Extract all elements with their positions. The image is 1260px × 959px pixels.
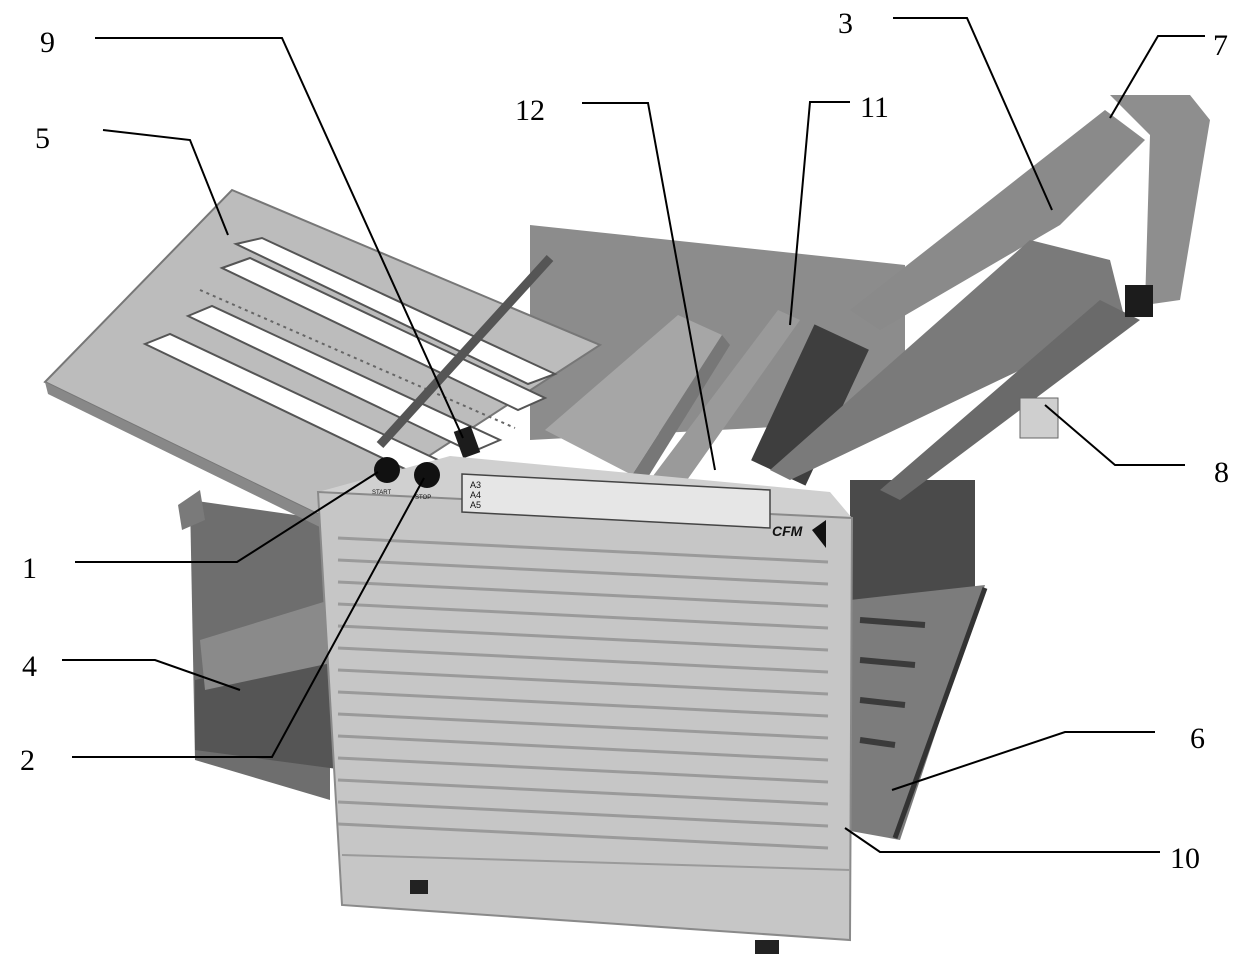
callout-9: 9 — [40, 26, 55, 59]
callout-8: 8 — [1214, 456, 1229, 489]
stop-button[interactable] — [414, 462, 440, 488]
leader-3 — [893, 17, 1053, 211]
callout-2: 2 — [20, 744, 35, 777]
fold-plate-11 — [650, 310, 800, 490]
leader-2 — [72, 477, 425, 758]
brand-logo: CFM — [772, 523, 803, 539]
fold-row-a4: A4 — [470, 490, 481, 500]
fold-plate-12 — [545, 315, 722, 475]
callout-numbers: 1 2 3 4 5 6 7 8 9 10 11 12 — [20, 7, 1229, 875]
callout-5: 5 — [35, 122, 50, 155]
start-label: START — [372, 490, 391, 496]
callout-4: 4 — [22, 650, 37, 683]
leader-6 — [891, 731, 1155, 791]
callout-11: 11 — [860, 91, 889, 124]
leader-10 — [844, 827, 1160, 853]
leader-4 — [62, 659, 241, 691]
callout-10: 10 — [1170, 842, 1200, 875]
fold-plate-7 — [850, 110, 1145, 330]
leader-8 — [1044, 404, 1185, 466]
leader-11 — [789, 101, 850, 326]
fold-row-a5: A5 — [470, 500, 481, 510]
machine-illustration: A3 A4 A5 CFM START STOP — [43, 95, 1210, 954]
leader-9 — [95, 37, 464, 439]
callout-7: 7 — [1213, 29, 1228, 62]
right-body-side — [850, 480, 975, 620]
callout-1: 1 — [22, 552, 37, 585]
callout-12: 12 — [515, 94, 545, 127]
stop-label: STOP — [415, 495, 431, 501]
housing-ribs — [337, 536, 829, 850]
side-knob — [1019, 397, 1059, 439]
callout-6: 6 — [1190, 722, 1205, 755]
foot-left — [410, 880, 428, 894]
fold-plate-3 — [770, 240, 1125, 480]
leader-12 — [582, 102, 716, 471]
output-tray — [845, 585, 985, 840]
callout-3: 3 — [838, 7, 853, 40]
fold-row-a3: A3 — [470, 480, 481, 490]
foot-right — [755, 940, 779, 954]
guide-rod — [376, 254, 554, 449]
leader-lines — [62, 17, 1205, 853]
fold-setting-chart — [461, 473, 771, 529]
start-button[interactable] — [374, 457, 400, 483]
leader-7 — [1109, 35, 1205, 119]
leader-1 — [75, 471, 379, 563]
leader-5 — [102, 129, 229, 236]
